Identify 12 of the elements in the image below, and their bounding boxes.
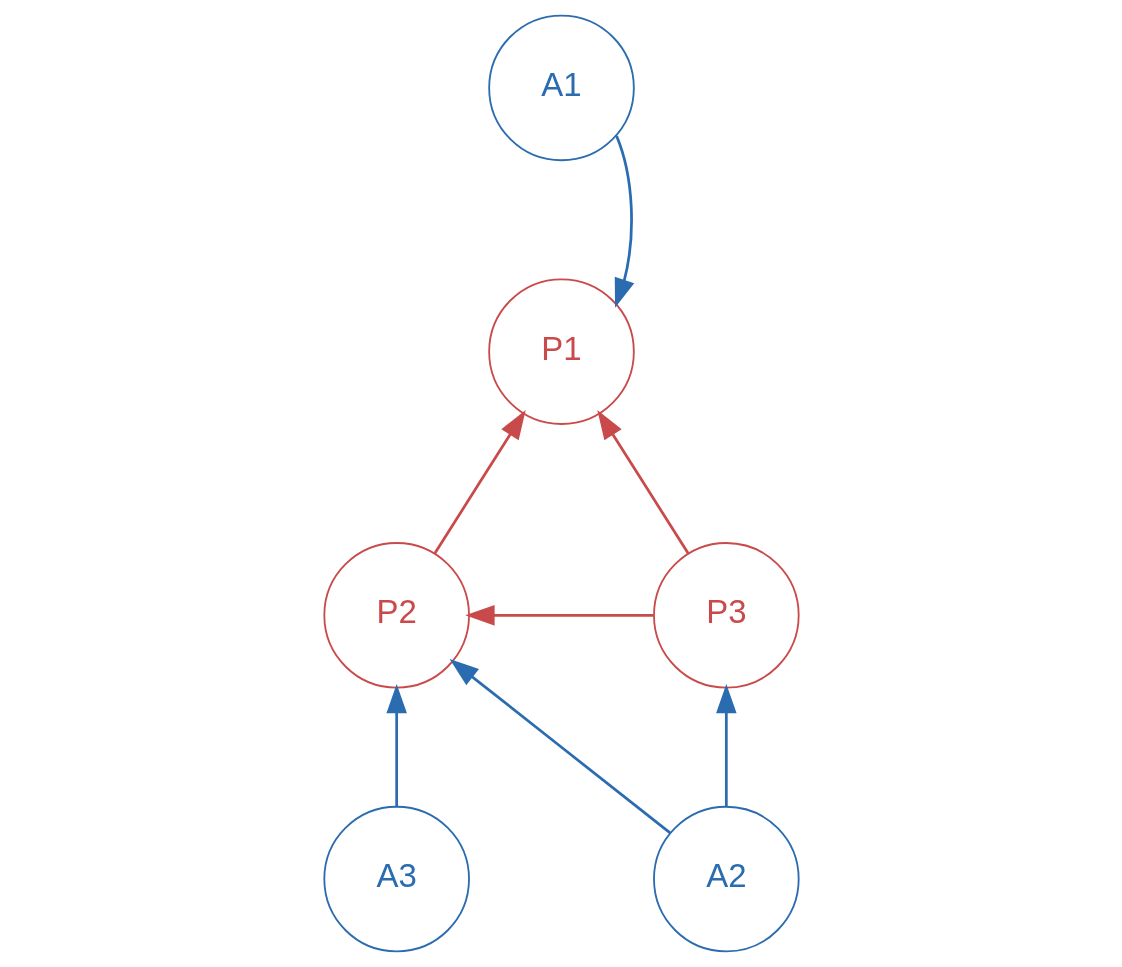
node-circle: A3 — [322, 805, 470, 953]
node-circle: A1 — [487, 14, 635, 162]
arrow — [464, 605, 654, 626]
arrow — [449, 658, 671, 835]
arrow — [614, 135, 634, 308]
arrow — [385, 684, 407, 807]
arrow — [433, 409, 526, 554]
node-circle: P3 — [652, 542, 800, 689]
node-circle: P2 — [322, 542, 470, 689]
arrow — [715, 684, 737, 807]
arrow — [596, 409, 689, 554]
node-circle: A2 — [652, 805, 800, 953]
